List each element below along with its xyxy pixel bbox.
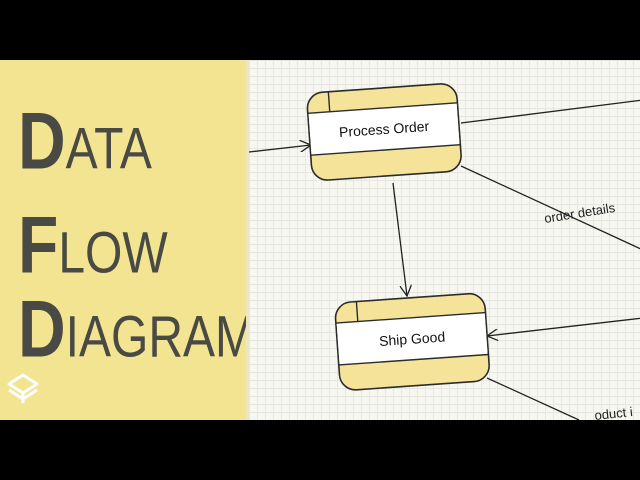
brand-logo-icon bbox=[7, 373, 39, 403]
video-frame: DATA FLOW DIAGRAM order details bbox=[0, 60, 640, 420]
letterbox-bottom bbox=[0, 420, 640, 480]
flow-incoming-to-process-order bbox=[249, 145, 311, 153]
title-line-flow-rest: LOW bbox=[58, 221, 168, 286]
flow-process-order-to-ship-good bbox=[392, 182, 407, 296]
title-line-diagram: DIAGRAM bbox=[18, 282, 255, 375]
process-label-process-order: Process Order bbox=[338, 118, 429, 140]
process-label-ship-good: Ship Good bbox=[379, 328, 446, 349]
title-panel: DATA FLOW DIAGRAM bbox=[0, 60, 255, 420]
letterbox-top bbox=[0, 0, 640, 60]
flow-order-details bbox=[460, 165, 640, 250]
diagram-canvas: order details oduct i Process Order Ship… bbox=[246, 60, 640, 420]
title-line-flow: FLOW bbox=[18, 198, 168, 291]
flow-label-product-partial: oduct i bbox=[594, 404, 634, 420]
title-line-data: DATA bbox=[18, 94, 152, 187]
flow-process-order-to-external bbox=[460, 99, 640, 124]
title-line-flow-cap: F bbox=[18, 199, 59, 290]
title-line-diagram-cap: D bbox=[18, 283, 66, 374]
title-line-data-rest: ATA bbox=[65, 117, 152, 182]
diagram-svg: order details oduct i Process Order Ship… bbox=[249, 83, 640, 420]
process-box-ship-good: Ship Good bbox=[334, 292, 490, 391]
flow-external-to-ship-good bbox=[487, 317, 640, 336]
title-line-diagram-rest: IAGRAM bbox=[65, 305, 256, 370]
flow-label-order-details: order details bbox=[543, 200, 616, 226]
process-box-process-order: Process Order bbox=[306, 83, 462, 181]
flow-ship-good-to-external bbox=[486, 377, 580, 420]
title-line-data-cap: D bbox=[18, 95, 66, 186]
